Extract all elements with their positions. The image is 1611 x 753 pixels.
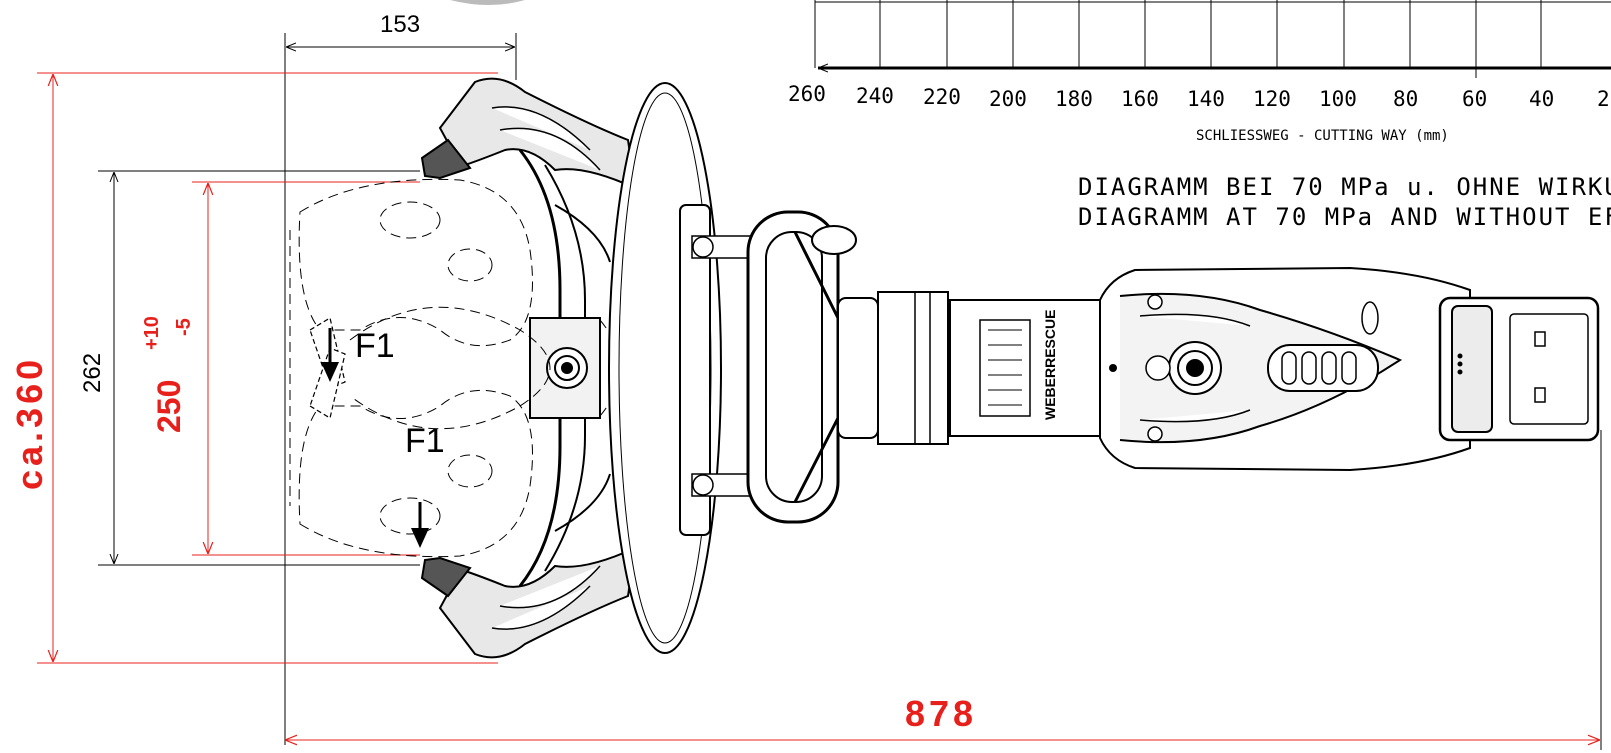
dimension-878: 878 xyxy=(285,430,1602,750)
tick-label: 240 xyxy=(856,84,894,108)
motor-housing xyxy=(1099,266,1600,472)
mounting-plate xyxy=(679,204,711,536)
tick-label: 180 xyxy=(1055,87,1093,111)
tick-label: 220 xyxy=(923,85,961,109)
tick-label: 60 xyxy=(1462,87,1487,111)
tick-label: 260 xyxy=(788,82,826,106)
lower-blade-tip xyxy=(420,556,472,598)
dim-250-label: 250 xyxy=(151,380,187,433)
dimension-153: 153 xyxy=(284,11,517,745)
upper-blade-tip xyxy=(420,138,472,180)
diagram-note-de: DIAGRAMM BEI 70 MPa u. OHNE WIRKU xyxy=(1078,173,1611,201)
cutting-diagram: 260 240 220 200 180 160 140 120 100 80 6… xyxy=(788,0,1611,231)
tick-label: 2 xyxy=(1597,87,1610,111)
cropped-object xyxy=(450,0,525,5)
dimension-360: ca.360 xyxy=(9,72,498,664)
force-label-top: F1 xyxy=(355,327,395,365)
tick-label: 160 xyxy=(1121,87,1159,111)
cylinder-body: WEBERRESCUE xyxy=(837,291,1101,445)
tick-label: 140 xyxy=(1187,87,1225,111)
diagram-note-en: DIAGRAMM AT 70 MPa AND WITHOUT EF xyxy=(1078,203,1611,231)
dim-878-label: 878 xyxy=(905,693,977,734)
tick-label: 120 xyxy=(1253,87,1291,111)
dimension-262: 262 xyxy=(79,170,420,566)
control-grip xyxy=(1267,344,1379,392)
force-arrow-top xyxy=(321,362,339,382)
tick-label: 40 xyxy=(1529,87,1554,111)
dim-262-label: 262 xyxy=(79,353,106,393)
diagram-grid xyxy=(814,0,1611,68)
dim-250-tol-plus: +10 xyxy=(141,316,163,350)
dimension-250: 250 +10 -5 xyxy=(141,181,420,556)
tick-label: 200 xyxy=(989,87,1027,111)
force-arrow-bottom xyxy=(411,528,429,548)
carry-handle xyxy=(746,210,857,524)
dim-360-label: ca.360 xyxy=(9,356,50,490)
cutter-head xyxy=(420,77,637,659)
dim-153-label: 153 xyxy=(380,11,420,38)
guard-and-mount xyxy=(608,82,753,654)
spec-plate xyxy=(979,319,1031,417)
cylinder-front xyxy=(837,297,879,439)
body-logo: WEBERRESCUE xyxy=(1042,310,1058,420)
axis-title: SCHLIESSWEG - CUTTING WAY (mm) xyxy=(1196,128,1449,144)
force-label-bottom: F1 xyxy=(405,422,445,460)
dim-250-tol-minus: -5 xyxy=(173,318,195,336)
tick-label: 100 xyxy=(1319,87,1357,111)
force-arrows: F1 F1 xyxy=(321,327,445,548)
tick-label: 80 xyxy=(1393,87,1418,111)
axis-tick-labels: 260 240 220 200 180 160 140 120 100 80 6… xyxy=(788,82,1610,111)
